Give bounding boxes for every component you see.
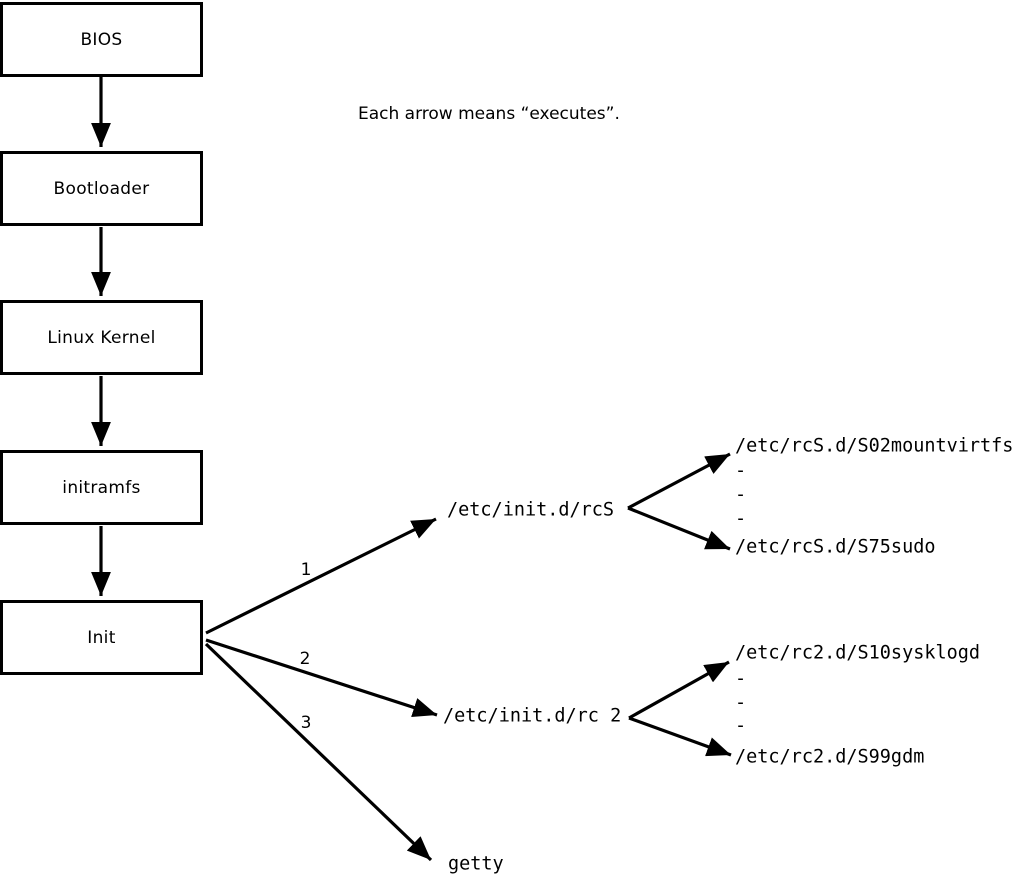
rc2-ellipsis-dash: - [735, 715, 747, 737]
label-rcS-first-script: /etc/rcS.d/S02mountvirtfs [735, 435, 1014, 457]
rc2-ellipsis-dash: - [735, 692, 747, 714]
rcS-ellipsis-dash: - [735, 460, 747, 482]
label-rc2-last-script: /etc/rc2.d/S99gdm [735, 746, 925, 768]
box-bootloader-label: Bootloader [53, 178, 150, 199]
label-rc2-script: /etc/init.d/rc 2 [443, 705, 622, 727]
box-init: Init [0, 600, 203, 675]
label-rc2-first-script: /etc/rc2.d/S10sysklogd [735, 642, 981, 664]
box-linux-kernel-label: Linux Kernel [47, 327, 156, 348]
rcS-ellipsis-dash: - [735, 484, 747, 506]
arrow-rc2-first [628, 660, 730, 720]
legend-note: Each arrow means “executes”. [358, 104, 620, 124]
label-rcS-script: /etc/init.d/rcS [447, 499, 615, 521]
label-getty: getty [448, 853, 504, 875]
rcS-ellipsis-dash: - [735, 508, 747, 530]
label-rcS-last-script: /etc/rcS.d/S75sudo [735, 536, 936, 558]
arrow-init-getty [204, 642, 433, 862]
arrow-label-1: 1 [300, 560, 312, 580]
box-initramfs: initramfs [0, 450, 203, 525]
box-initramfs-label: initramfs [62, 477, 141, 498]
arrow-init-rc2 [205, 638, 438, 718]
box-bios: BIOS [0, 2, 203, 77]
box-linux-kernel: Linux Kernel [0, 300, 203, 375]
box-init-label: Init [87, 627, 116, 648]
arrow-rcS-last [627, 506, 731, 551]
arrow-label-3: 3 [300, 713, 312, 733]
box-bios-label: BIOS [80, 29, 123, 50]
box-bootloader: Bootloader [0, 151, 203, 226]
arrow-rc2-last [628, 716, 732, 757]
arrow-label-2: 2 [299, 649, 311, 669]
arrow-init-rcS [205, 517, 437, 635]
arrow-rcS-first [627, 452, 731, 510]
rc2-ellipsis-dash: - [735, 668, 747, 690]
